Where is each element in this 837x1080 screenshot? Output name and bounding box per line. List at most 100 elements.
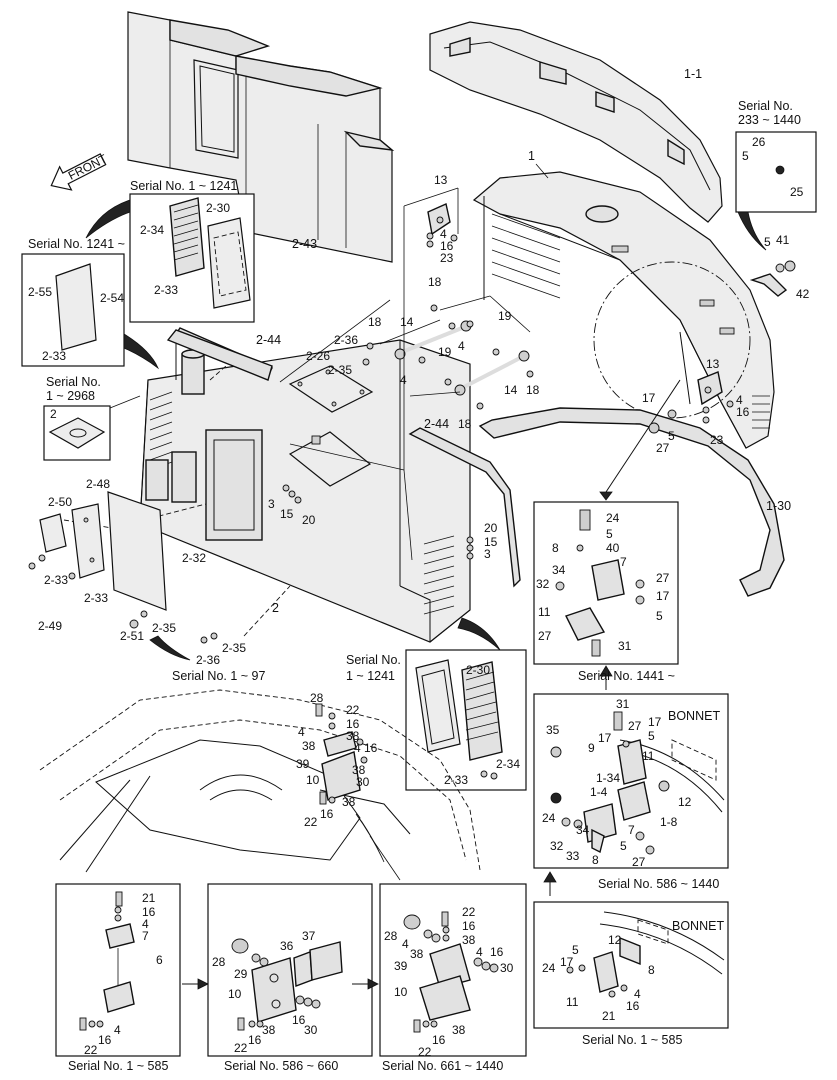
caption-serial-1241-up: Serial No. 1241 ~ xyxy=(28,237,125,251)
center-bracket xyxy=(315,703,368,805)
side-panels xyxy=(39,491,167,611)
label-34-b: 34 xyxy=(576,823,590,837)
label-2-32: 2-32 xyxy=(182,551,206,565)
label-2-49: 2-49 xyxy=(38,619,62,633)
callout-arrow-1 xyxy=(85,199,131,239)
label-8-a: 8 xyxy=(552,541,559,555)
label-18-b: 18 xyxy=(428,275,442,289)
label-16-f: 16 xyxy=(626,999,640,1013)
label-2-50: 2-50 xyxy=(48,495,72,509)
label-16-l: 16 xyxy=(490,945,504,959)
label-2-36-a: 2-36 xyxy=(334,333,358,347)
label-18-c: 18 xyxy=(526,383,540,397)
label-17-c: 17 xyxy=(648,715,662,729)
label-33: 33 xyxy=(566,849,580,863)
label-16-c: 16 xyxy=(346,717,360,731)
label-11-b: 11 xyxy=(642,749,655,763)
box-serial-1-2968 xyxy=(43,395,141,461)
label-30-c: 30 xyxy=(500,961,514,975)
label-22-e: 22 xyxy=(462,905,476,919)
label-26: 26 xyxy=(752,135,766,149)
label-2-44-b: 2-44 xyxy=(424,417,449,431)
label-2: 2 xyxy=(272,601,279,615)
label-22-a: 22 xyxy=(346,703,360,717)
box-serial-1-585-right xyxy=(533,901,729,1029)
label-31-a: 31 xyxy=(618,639,632,653)
label-1-8: 1-8 xyxy=(660,815,678,829)
box-serial-233-1440 xyxy=(735,131,817,213)
callout-arrow-2 xyxy=(123,333,159,370)
label-24-c: 24 xyxy=(542,961,556,975)
plate-2-26 xyxy=(288,365,374,413)
label-27-d: 27 xyxy=(628,719,642,733)
label-27-b: 27 xyxy=(656,571,670,585)
label-16-b: 16 xyxy=(736,405,750,419)
label-40: 40 xyxy=(606,541,620,555)
label-2-35-b: 2-35 xyxy=(152,621,176,635)
label-19-a: 19 xyxy=(438,345,452,359)
label-3-a: 3 xyxy=(268,497,275,511)
box-serial-1-1241-mid xyxy=(405,649,527,791)
label-27-e: 27 xyxy=(632,855,646,869)
caption-serial-1-1241-top: Serial No. 1 ~ 1241 xyxy=(130,179,237,193)
label-2-33-b: 2-33 xyxy=(42,349,66,363)
box-serial-1441-up xyxy=(533,501,679,665)
label-22-f: 22 xyxy=(418,1045,432,1059)
label-38-c: 38 xyxy=(352,763,366,777)
label-16-g: 16 xyxy=(142,905,156,919)
label-35: 35 xyxy=(546,723,560,737)
label-4-h: 4 xyxy=(142,917,149,931)
label-21-a: 21 xyxy=(602,1009,616,1023)
caption-serial-1-585-bottom: Serial No. 1 ~ 585 xyxy=(68,1059,168,1073)
label-16-j: 16 xyxy=(248,1033,262,1047)
front-label: FRONT xyxy=(66,151,110,183)
label-2-30-b: 2-30 xyxy=(466,663,490,677)
label-5-a: 5 xyxy=(742,149,749,163)
label-2-48: 2-48 xyxy=(86,477,110,491)
label-5-c: 5 xyxy=(668,429,675,443)
caption-serial-1-2968-b: 1 ~ 2968 xyxy=(46,389,95,403)
mount-plate xyxy=(288,431,372,487)
up-arrow-1-head xyxy=(599,665,613,677)
up-arrow-2-head xyxy=(543,871,557,883)
caption-serial-1-2968-a: Serial No. xyxy=(46,375,101,389)
label-4-e: 4 xyxy=(298,725,305,739)
label-22-c: 22 xyxy=(84,1043,98,1057)
label-5-d: 5 xyxy=(606,527,613,541)
label-4-a: 4 xyxy=(440,227,447,241)
label-17-e: 17 xyxy=(560,955,574,969)
label-38-f: 38 xyxy=(462,933,476,947)
label-4-b: 4 xyxy=(400,373,407,387)
label-8-c: 8 xyxy=(648,963,655,977)
bonnet-1 xyxy=(472,171,775,449)
cover-1-1 xyxy=(429,21,723,223)
label-16-d: 16 xyxy=(364,741,378,755)
label-42: 42 xyxy=(796,287,810,301)
label-15-b: 15 xyxy=(484,535,498,549)
label-20-b: 20 xyxy=(484,521,498,535)
label-4-f: 4 xyxy=(354,741,361,755)
panel-2-43 xyxy=(127,11,395,263)
label-29: 29 xyxy=(234,967,248,981)
label-7-b: 7 xyxy=(628,823,635,837)
label-2-51: 2-51 xyxy=(120,629,144,643)
caption-serial-586-1440-right: Serial No. 586 ~ 1440 xyxy=(598,877,719,891)
callout-arrow-4 xyxy=(149,635,191,661)
label-23-b: 23 xyxy=(710,433,724,447)
label-38-d: 38 xyxy=(342,795,356,809)
label-39-a: 39 xyxy=(296,757,310,771)
strip-2-44 xyxy=(166,329,521,588)
label-2-34-a: 2-34 xyxy=(140,223,164,237)
label-41: 41 xyxy=(776,233,790,247)
box-serial-1-585-bottom xyxy=(55,883,181,1057)
label-16-h: 16 xyxy=(98,1033,112,1047)
label-2-43: 2-43 xyxy=(292,237,317,251)
caption-serial-1-585-right: Serial No. 1 ~ 585 xyxy=(582,1033,682,1047)
label-38-h: 38 xyxy=(452,1023,466,1037)
box-serial-1241-up xyxy=(21,253,125,367)
label-2-26: 2-26 xyxy=(306,349,330,363)
label-7-c: 7 xyxy=(142,929,149,943)
label-12-b: 12 xyxy=(608,933,622,947)
label-16-a: 16 xyxy=(440,239,454,253)
